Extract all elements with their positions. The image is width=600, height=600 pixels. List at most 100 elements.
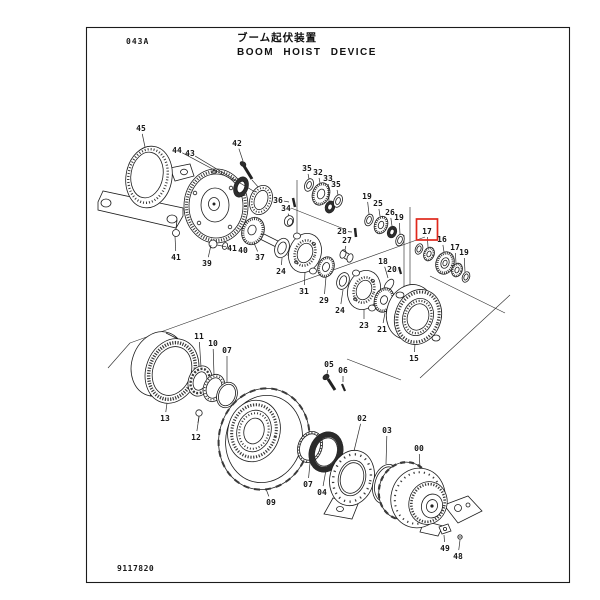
part-label-31[interactable]: 31	[299, 287, 309, 296]
leader-line	[207, 244, 212, 258]
leader-line	[283, 200, 290, 203]
part-label-07[interactable]: 07	[222, 346, 232, 355]
part-00-motor	[377, 461, 483, 537]
part-label-04[interactable]: 04	[317, 488, 327, 497]
part-15-ring-gear	[385, 284, 443, 345]
part-label-36[interactable]: 36	[273, 196, 283, 205]
part-35-washer	[304, 178, 314, 192]
part-label-41[interactable]: 41	[227, 244, 237, 253]
leader-line	[385, 435, 388, 465]
leader-line	[458, 539, 461, 551]
part-25-bearing	[373, 215, 389, 235]
leader-line	[353, 423, 361, 452]
part-label-00[interactable]: 00	[414, 444, 424, 453]
leader-line	[196, 416, 200, 432]
doc-code: 043A	[126, 37, 150, 46]
part-label-05[interactable]: 05	[324, 360, 334, 369]
part-31-carrier	[288, 232, 322, 275]
part-label-27[interactable]: 27	[342, 236, 352, 245]
part-label-43[interactable]: 43	[185, 149, 195, 158]
part-44-bearing	[233, 176, 249, 198]
part-33-gear	[324, 200, 336, 214]
part-label-19[interactable]: 19	[394, 213, 404, 222]
part-label-17[interactable]: 17	[450, 243, 460, 252]
leader-line	[324, 276, 327, 295]
part-label-11[interactable]: 11	[194, 332, 204, 341]
part-label-24[interactable]: 24	[335, 306, 345, 315]
part-label-16[interactable]: 16	[437, 235, 447, 244]
leader-line	[399, 222, 401, 235]
part-45-bearing-stand	[97, 145, 195, 229]
part-label-35[interactable]: 35	[331, 180, 341, 189]
part-05-bolt	[322, 373, 337, 391]
part-label-13[interactable]: 13	[160, 414, 170, 423]
part-label-12[interactable]: 12	[191, 433, 201, 442]
part-49-clamp	[438, 523, 452, 535]
part-label-06[interactable]: 06	[338, 366, 348, 375]
leader-line	[194, 155, 256, 193]
part-label-35[interactable]: 35	[302, 164, 312, 173]
part-label-39[interactable]: 39	[202, 259, 212, 268]
part-36-pin	[291, 197, 297, 208]
leader-line	[336, 189, 339, 196]
leader-line	[265, 488, 270, 497]
part-label-45[interactable]: 45	[136, 124, 146, 133]
part-16-gear	[435, 251, 455, 275]
part-label-28[interactable]: 28	[337, 227, 347, 236]
leader-line	[165, 402, 168, 413]
part-label-37[interactable]: 37	[255, 253, 265, 262]
part-label-40[interactable]: 40	[238, 246, 248, 255]
part-label-42[interactable]: 42	[232, 139, 242, 148]
part-32-gear	[311, 182, 331, 206]
part-label-33[interactable]: 33	[323, 174, 333, 183]
part-label-24[interactable]: 24	[276, 267, 286, 276]
part-label-25[interactable]: 25	[373, 199, 383, 208]
highlight-box	[415, 218, 439, 241]
part-label-19[interactable]: 19	[459, 248, 469, 257]
part-20-pin	[397, 266, 403, 275]
part-35-washer-2	[333, 194, 343, 208]
part-label-32[interactable]: 32	[313, 168, 323, 177]
leader-line	[281, 257, 283, 266]
part-label-49[interactable]: 49	[440, 544, 450, 553]
part-07-ring	[216, 381, 238, 409]
part-label-09[interactable]: 09	[266, 498, 276, 507]
leader-line	[253, 242, 258, 252]
part-label-41[interactable]: 41	[171, 253, 181, 262]
part-label-07[interactable]: 07	[303, 480, 313, 489]
leader-line	[378, 208, 381, 217]
part-label-48[interactable]: 48	[453, 552, 463, 561]
part-label-26[interactable]: 26	[385, 208, 395, 217]
part-label-03[interactable]: 03	[382, 426, 392, 435]
part-label-17-highlighted[interactable]: 17	[422, 227, 432, 236]
part-42-bolt	[239, 161, 254, 180]
part-39-cover	[183, 168, 249, 244]
part-label-21[interactable]: 21	[377, 325, 387, 334]
part-label-44[interactable]: 44	[172, 146, 182, 155]
part-43-ring	[249, 185, 273, 215]
leader-line	[382, 312, 386, 324]
leader-line	[322, 469, 327, 487]
leader-line	[287, 213, 290, 217]
leader-line	[340, 289, 344, 305]
leader-line	[212, 348, 215, 376]
part-label-19[interactable]: 19	[362, 192, 372, 201]
part-label-20[interactable]: 20	[387, 265, 397, 274]
leader-line	[216, 244, 227, 248]
leader-line	[303, 271, 306, 286]
part-19-washer-3	[414, 243, 424, 255]
leader-line	[308, 462, 311, 479]
leader-line	[238, 148, 244, 162]
leader-line	[344, 245, 347, 251]
part-label-18[interactable]: 18	[378, 257, 388, 266]
part-label-29[interactable]: 29	[319, 296, 329, 305]
part-label-10[interactable]: 10	[208, 339, 218, 348]
part-label-34[interactable]: 34	[281, 204, 291, 213]
part-24-washer	[274, 237, 290, 259]
part-label-02[interactable]: 02	[357, 414, 367, 423]
part-34-cap	[283, 215, 295, 227]
leader-line	[414, 343, 416, 353]
part-label-23[interactable]: 23	[359, 321, 369, 330]
part-label-15[interactable]: 15	[409, 354, 419, 363]
